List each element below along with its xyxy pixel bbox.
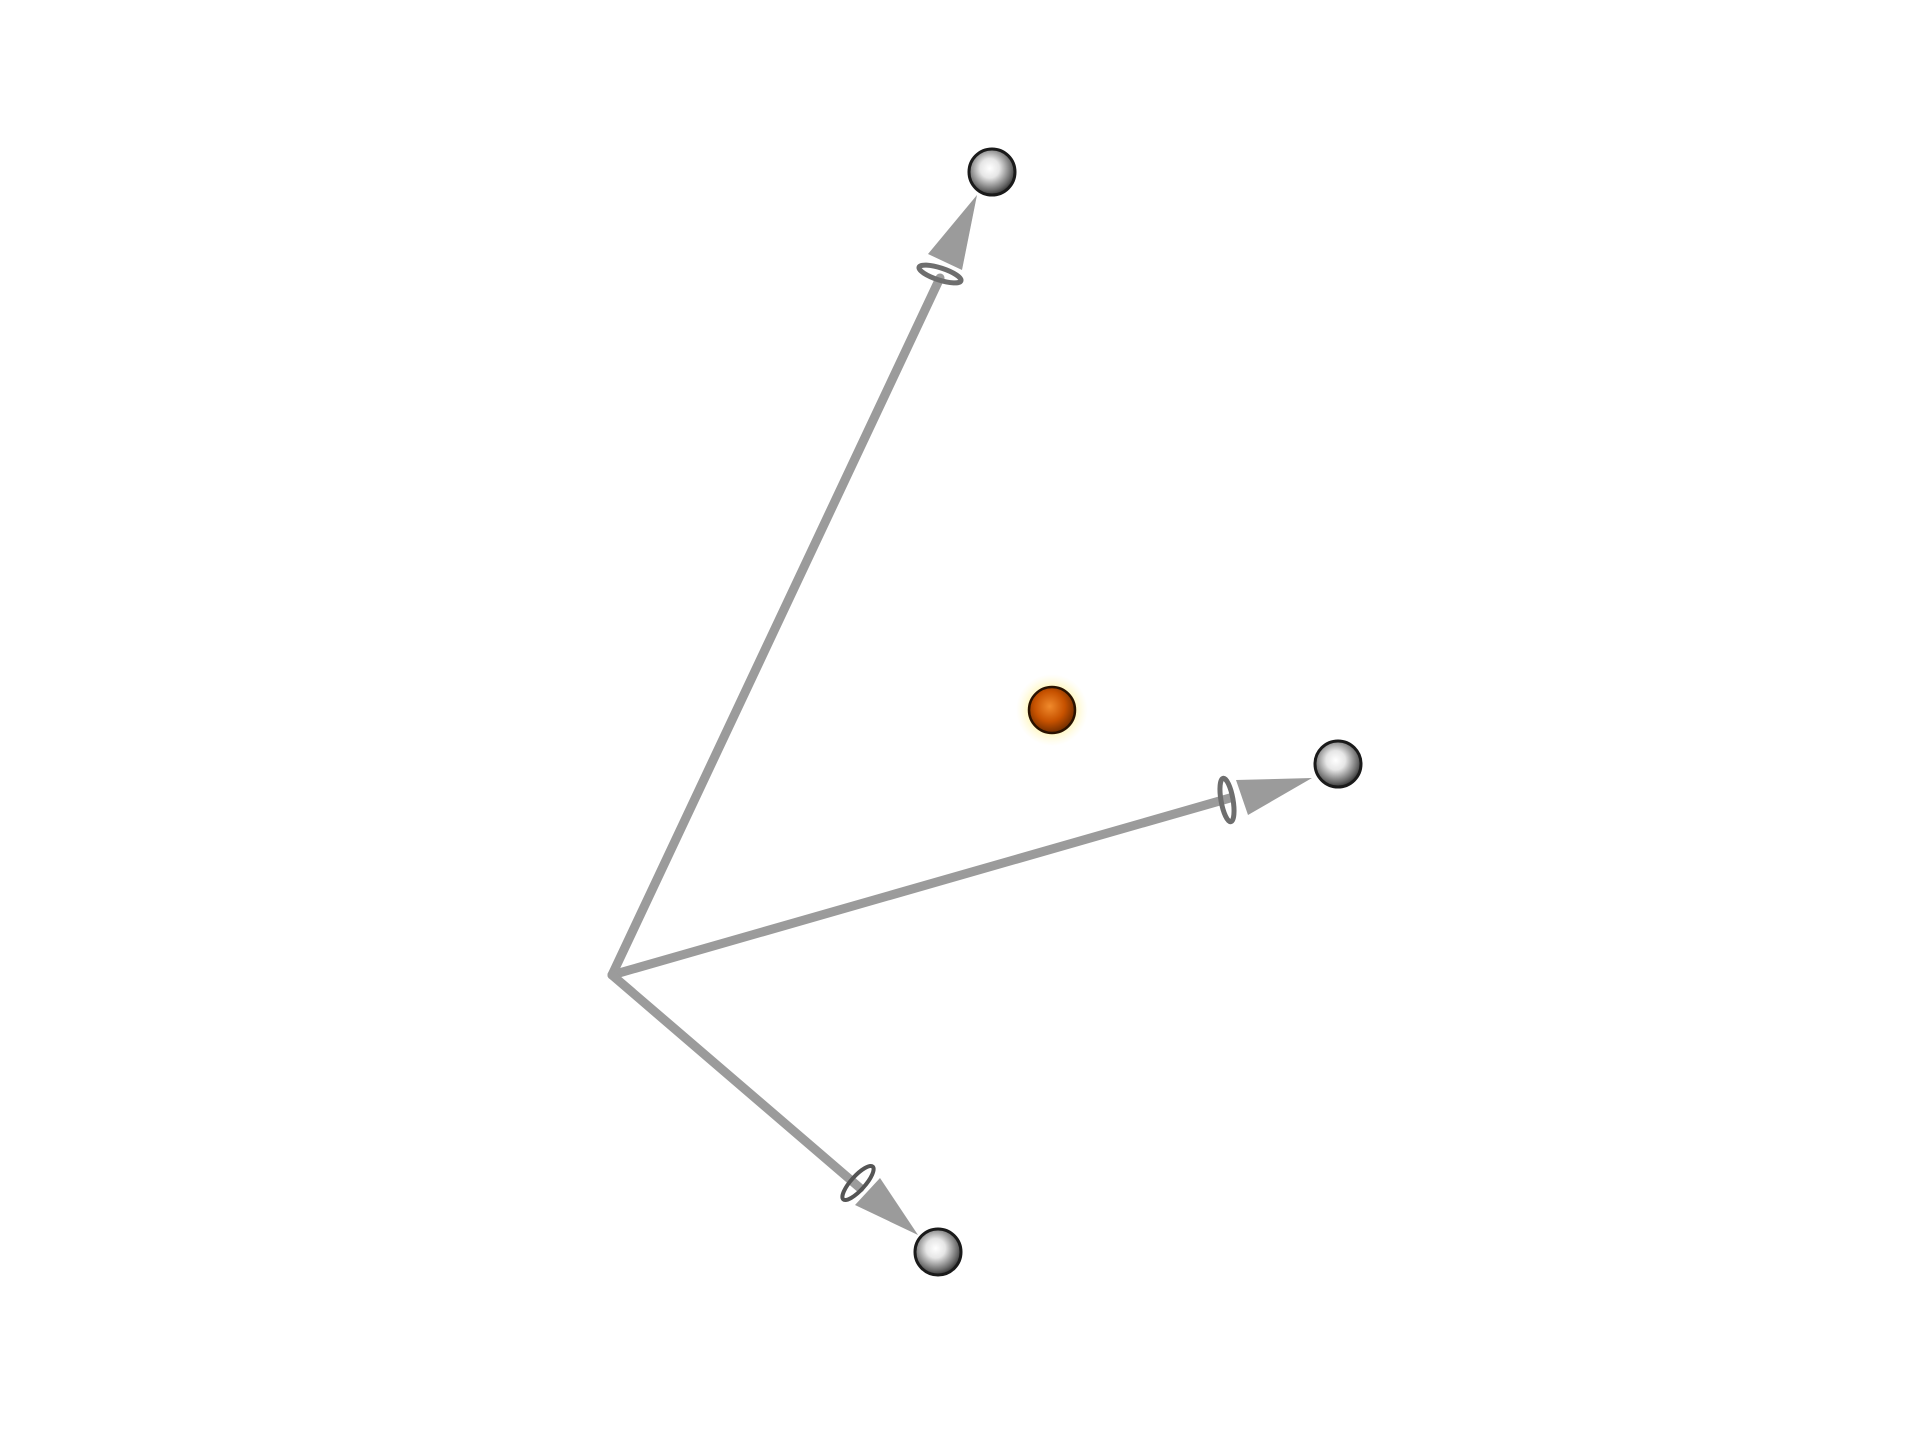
vector-to-top <box>607 195 977 980</box>
atom-sphere <box>913 1227 963 1277</box>
center-atom-sphere <box>1027 685 1077 735</box>
vector-ring <box>1217 775 1237 825</box>
atom-sphere <box>1313 739 1363 789</box>
vector-to-bottom <box>607 970 918 1235</box>
vector-shaft <box>607 793 1235 980</box>
vector-ring <box>916 262 964 286</box>
atom-top <box>967 147 1017 197</box>
vector-shaft <box>607 970 865 1193</box>
arrowhead <box>855 1178 918 1235</box>
atom-sphere <box>967 147 1017 197</box>
atom-right <box>1313 739 1363 789</box>
arrowhead <box>1236 778 1312 815</box>
vector-to-right <box>607 775 1312 980</box>
atom-bottom <box>913 1227 963 1277</box>
center-atom <box>1016 674 1088 746</box>
arrowhead <box>928 195 977 270</box>
vector-ring <box>840 1163 876 1203</box>
vector-shaft <box>607 273 945 980</box>
